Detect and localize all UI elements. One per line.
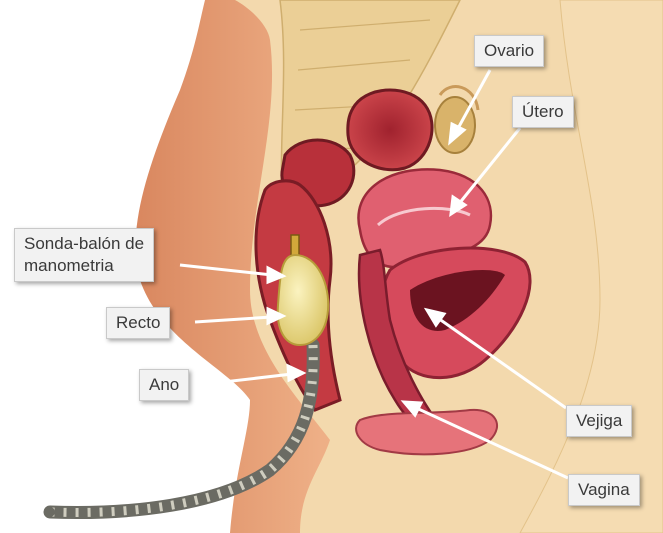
label-vejiga-text: Vejiga (576, 410, 622, 432)
label-ovario-text: Ovario (484, 40, 534, 62)
label-vejiga: Vejiga (566, 405, 632, 437)
label-ano-text: Ano (149, 374, 179, 396)
vulva (356, 410, 497, 454)
label-utero-text: Útero (522, 101, 564, 123)
label-ovario: Ovario (474, 35, 544, 67)
label-utero: Útero (512, 96, 574, 128)
colon-loop (348, 90, 432, 170)
label-recto: Recto (106, 307, 170, 339)
probe-tip (45, 507, 55, 517)
label-sonda-line2: manometria (24, 255, 144, 277)
label-sonda: Sonda-balón de manometria (14, 228, 154, 282)
label-recto-text: Recto (116, 312, 160, 334)
label-vagina: Vagina (568, 474, 640, 506)
label-vagina-text: Vagina (578, 479, 630, 501)
label-sonda-line1: Sonda-balón de (24, 233, 144, 255)
label-ano: Ano (139, 369, 189, 401)
